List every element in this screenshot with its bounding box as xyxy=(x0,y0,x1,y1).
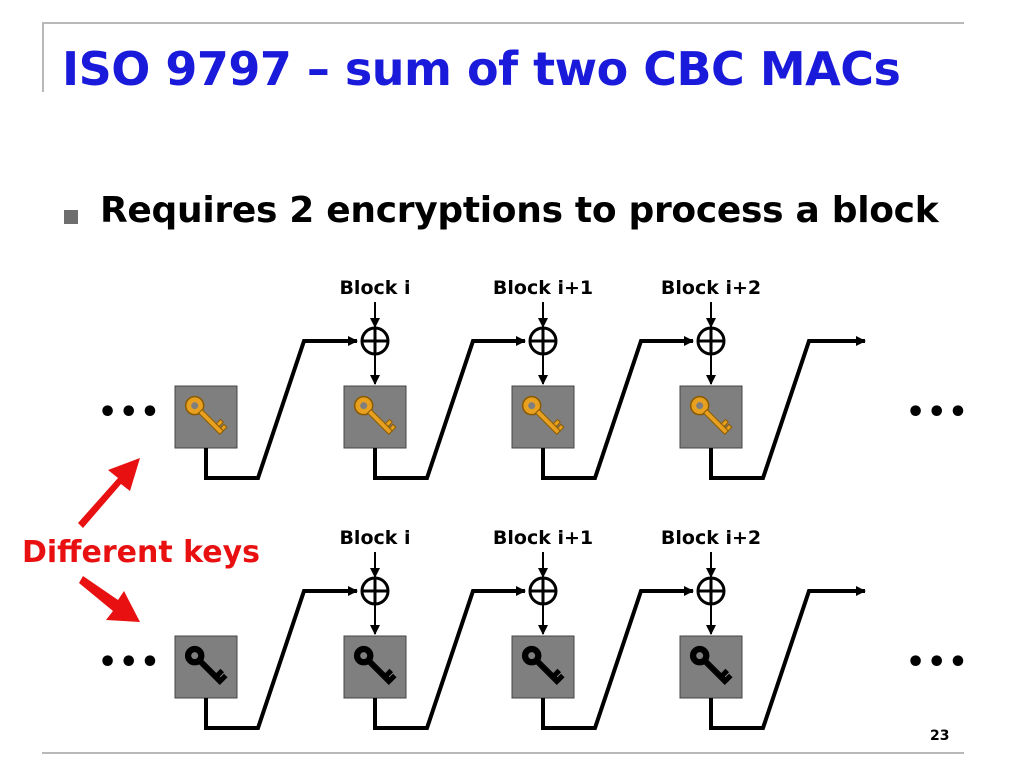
gold-key-icon xyxy=(353,395,397,436)
key-shaft xyxy=(534,658,562,686)
key-bow-hole xyxy=(360,652,368,660)
slide-title: ISO 9797 – sum of two CBC MACs xyxy=(62,42,901,96)
chain-line xyxy=(373,586,526,730)
key-bow-hole xyxy=(696,652,704,660)
key-tooth xyxy=(724,673,733,682)
chain-line xyxy=(204,336,358,480)
key-bow-hole xyxy=(360,402,368,410)
black-key-icon xyxy=(184,645,228,686)
chain-line xyxy=(709,586,866,730)
key-tooth xyxy=(556,423,565,432)
key-shaft xyxy=(197,408,225,436)
chain-line xyxy=(204,586,358,730)
key-tooth xyxy=(384,418,394,428)
red-arrow-up-icon xyxy=(78,458,140,528)
key-tooth xyxy=(388,673,397,682)
red-arrow-down-icon xyxy=(79,576,140,622)
bullet-marker xyxy=(64,210,78,224)
chain-line xyxy=(709,336,866,480)
key-tooth xyxy=(720,418,730,428)
key-tooth xyxy=(388,423,397,432)
key-tooth xyxy=(724,423,733,432)
key-tooth xyxy=(219,673,228,682)
block-label: Block i+1 xyxy=(493,277,593,299)
bullet-text: Requires 2 encryptions to process a bloc… xyxy=(100,190,939,231)
block-label: Block i xyxy=(339,527,410,549)
diagram-row: ••• ••• Block i Block i+1 Block i+2 xyxy=(98,277,970,480)
key-tooth xyxy=(552,668,562,678)
black-key-icon xyxy=(353,645,397,686)
chain-line xyxy=(541,586,694,730)
key-shaft xyxy=(702,658,730,686)
black-key-icon xyxy=(521,645,565,686)
slide-frame-left xyxy=(42,22,44,92)
diagram-row: ••• ••• Block i Block i+1 Block i+2 xyxy=(98,527,970,730)
key-tooth xyxy=(215,668,225,678)
black-key-icon xyxy=(689,645,733,686)
key-bow-hole xyxy=(528,402,536,410)
key-shaft xyxy=(534,408,562,436)
block-label: Block i xyxy=(339,277,410,299)
gold-key-icon xyxy=(689,395,733,436)
chain-line xyxy=(373,336,526,480)
block-label: Block i+2 xyxy=(661,277,761,299)
key-tooth xyxy=(219,423,228,432)
key-tooth xyxy=(552,418,562,428)
key-shaft xyxy=(702,408,730,436)
key-tooth xyxy=(556,673,565,682)
key-bow-hole xyxy=(528,652,536,660)
different-keys-label: Different keys xyxy=(22,535,260,570)
key-tooth xyxy=(384,668,394,678)
block-label: Block i+1 xyxy=(493,527,593,549)
key-bow-hole xyxy=(191,402,199,410)
page-number: 23 xyxy=(930,728,950,744)
block-label: Block i+2 xyxy=(661,527,761,549)
key-tooth xyxy=(720,668,730,678)
chain-line xyxy=(541,336,694,480)
key-shaft xyxy=(366,658,394,686)
slide-frame-top xyxy=(42,22,964,24)
key-shaft xyxy=(366,408,394,436)
slide-frame-bottom xyxy=(42,752,964,754)
key-bow-hole xyxy=(696,402,704,410)
gold-key-icon xyxy=(521,395,565,436)
ellipsis-right: ••• xyxy=(906,645,970,680)
key-bow-hole xyxy=(191,652,199,660)
ellipsis-right: ••• xyxy=(906,395,970,430)
key-tooth xyxy=(215,418,225,428)
key-shaft xyxy=(197,658,225,686)
gold-key-icon xyxy=(184,395,228,436)
ellipsis-left: ••• xyxy=(98,645,162,680)
ellipsis-left: ••• xyxy=(98,395,162,430)
